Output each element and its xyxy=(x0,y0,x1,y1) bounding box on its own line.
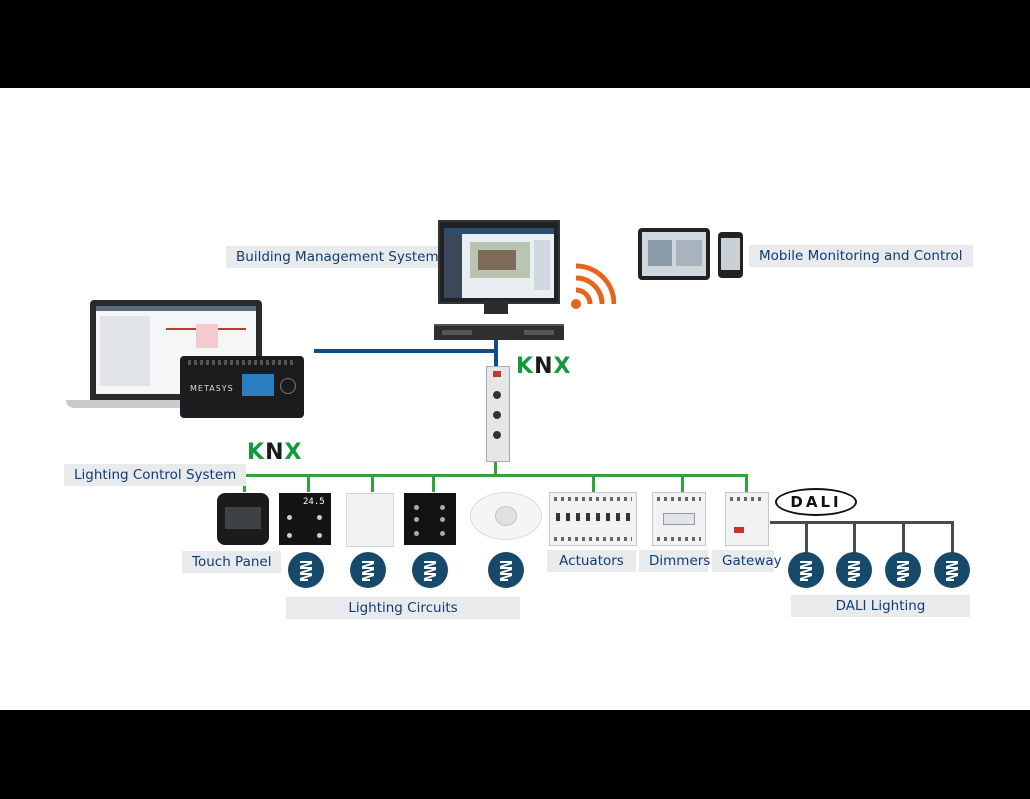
knx-drop xyxy=(371,474,374,492)
diagram-canvas: Building Management System Mobile Monito… xyxy=(0,88,1030,710)
dali-drop xyxy=(853,521,856,553)
gateway-module xyxy=(725,492,769,546)
light-bulb-icon xyxy=(488,552,524,588)
bms-server-rack xyxy=(434,324,564,340)
label-actuators: Actuators xyxy=(547,550,636,572)
touch-panel-device xyxy=(217,493,269,545)
dali-drop xyxy=(805,521,808,553)
label-mobile-monitoring: Mobile Monitoring and Control xyxy=(749,245,973,267)
wireless-signal-icon xyxy=(571,263,616,309)
dali-drop xyxy=(902,521,905,553)
label-lighting-control-system: Lighting Control System xyxy=(64,464,247,486)
dali-bus-horizontal xyxy=(770,521,954,524)
light-bulb-icon xyxy=(934,552,970,588)
metasys-logo: METASYS xyxy=(190,384,234,393)
light-bulb-icon xyxy=(885,552,921,588)
bms-bus-vertical xyxy=(494,337,498,369)
knx-drop xyxy=(592,474,595,492)
label-dimmers: Dimmers xyxy=(639,550,710,572)
laptop-base xyxy=(66,400,266,408)
dimmer-module xyxy=(652,492,706,546)
knx-bus-horizontal xyxy=(243,474,748,477)
bms-monitor-stand xyxy=(484,300,508,314)
light-bulb-icon xyxy=(350,552,386,588)
smartphone-device xyxy=(718,232,743,278)
keypad-readout: 24.5 xyxy=(303,497,325,507)
laptop xyxy=(90,300,262,400)
light-bulb-icon xyxy=(288,552,324,588)
light-bulb-icon xyxy=(412,552,448,588)
knx-logo-top: KNX xyxy=(516,354,572,379)
label-gateway: Gateway xyxy=(712,550,782,572)
knx-drop xyxy=(307,474,310,492)
knx-line-coupler xyxy=(486,366,510,462)
label-lighting-circuits: Lighting Circuits xyxy=(286,597,520,619)
dali-drop xyxy=(951,521,954,553)
black-keypad xyxy=(404,493,456,545)
knx-bus-vertical xyxy=(494,460,497,476)
bms-monitor xyxy=(438,220,560,304)
label-building-management-system: Building Management System xyxy=(226,246,449,268)
tablet-device xyxy=(638,228,710,280)
light-bulb-icon xyxy=(836,552,872,588)
bms-bus-horizontal xyxy=(314,349,496,353)
light-bulb-icon xyxy=(788,552,824,588)
label-dali-lighting: DALI Lighting xyxy=(791,595,970,617)
white-push-button xyxy=(346,493,394,547)
knx-drop xyxy=(432,474,435,492)
knx-drop xyxy=(745,474,748,492)
actuator-module xyxy=(549,492,637,546)
metasys-controller: METASYS xyxy=(180,356,304,418)
dali-logo: DALI xyxy=(775,488,857,516)
ceiling-sensor xyxy=(470,492,542,540)
keypad-with-display: 24.5 xyxy=(279,493,331,545)
knx-logo-lighting: KNX xyxy=(247,440,303,465)
knx-drop xyxy=(681,474,684,492)
label-touch-panel: Touch Panel xyxy=(182,551,282,573)
